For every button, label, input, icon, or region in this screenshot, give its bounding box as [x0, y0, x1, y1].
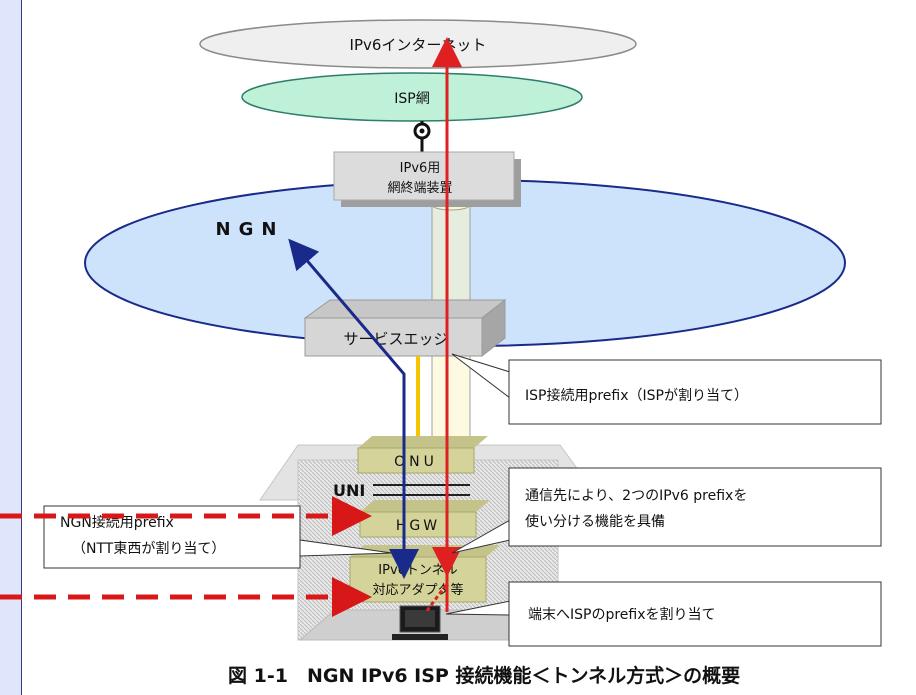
nte-label-line1: IPv6用: [400, 161, 441, 176]
callout-terminal-text: 端末へISPのprefixを割り当て: [528, 606, 716, 623]
service-edge-top: [303, 299, 507, 319]
terminal-red-dashed: [424, 584, 448, 613]
internet-ellipse: [199, 19, 637, 69]
onu-label: ONU: [394, 454, 438, 470]
connector-icon-core: [419, 128, 425, 134]
callout-ngn-line2: （NTT東西が割り当て）: [72, 540, 225, 557]
internet-label: IPv6インターネット: [350, 36, 487, 54]
isp-ellipse: [241, 72, 583, 122]
pc-icon-display: [405, 610, 435, 627]
figure-caption: 図 1-1 NGN IPv6 ISP 接続機能＜トンネル方式＞の概要: [228, 664, 740, 687]
callout-dual-line1: 通信先により、2つのIPv6 prefixを: [525, 488, 747, 504]
nte-box: [333, 151, 515, 201]
hgw-top: [360, 500, 490, 512]
uni-label: UNI: [333, 481, 365, 500]
onu-top: [358, 436, 488, 448]
callout-isp-box: [508, 359, 882, 425]
service-edge-label: サービスエッジ: [343, 330, 448, 348]
service-edge-box: [304, 317, 483, 357]
callout-terminal-box: [508, 581, 882, 647]
isp-label: ISP網: [394, 91, 429, 107]
callout-dual-line2: 使い分ける機能を具備: [525, 513, 665, 530]
onu-box: [357, 447, 475, 474]
nte-label-line2: 網終端装置: [387, 180, 452, 196]
callout-dual-box: [508, 467, 882, 547]
ngn-label: NGN: [216, 219, 285, 240]
adapter-label-line2: 対応アダプタ等: [372, 582, 463, 598]
pc-icon-base: [392, 634, 448, 640]
callout-isp-text: ISP接続用prefix（ISPが割り当て）: [525, 387, 748, 404]
hgw-box: [359, 511, 477, 538]
hgw-label: HGW: [396, 518, 440, 534]
service-edge-side: [481, 298, 506, 358]
